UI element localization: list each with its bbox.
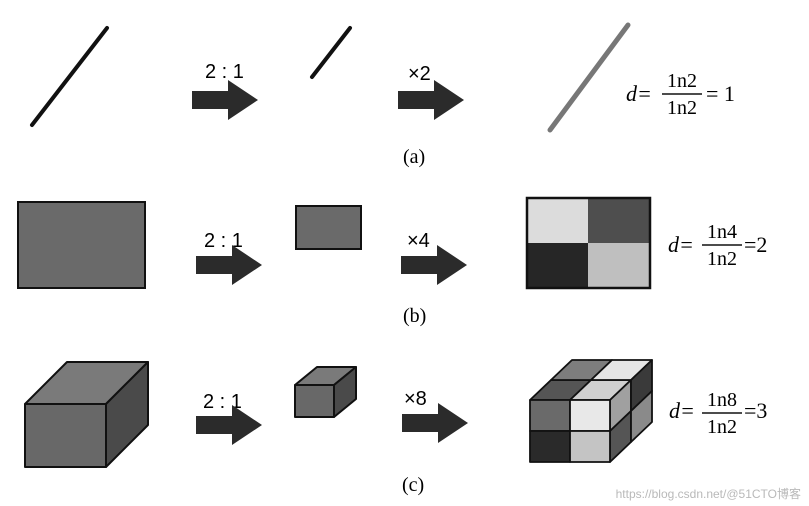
formula-numerator-a: 1n2: [667, 70, 697, 92]
scaled-square: [295, 205, 362, 250]
formula-prefix-b: d=: [668, 232, 694, 257]
multiplier-label-c: ×8: [404, 388, 427, 410]
original-square: [17, 201, 146, 289]
formula-prefix-c: d=: [669, 398, 695, 423]
arrow-right-icon: [398, 80, 464, 120]
multiplier-label-a: ×2: [408, 63, 431, 85]
watermark: https://blog.csdn.net/@51CTO博客: [615, 487, 801, 501]
multiplier-label-b: ×4: [407, 230, 430, 252]
original-cube: [24, 361, 149, 468]
row-label-c: (c): [402, 474, 424, 496]
formula-denominator-a: 1n2: [667, 97, 697, 119]
formula-result-b: =2: [744, 232, 767, 257]
row-a: 2 : 1 ×2 d= 1n2 1n2 = 1 (a): [30, 22, 735, 168]
row-label-a: (a): [403, 146, 425, 168]
assembled-cube: [529, 359, 653, 463]
original-line: [30, 26, 109, 127]
formula-result-a: = 1: [706, 81, 735, 106]
formula-denominator-c: 1n2: [707, 416, 737, 438]
scaled-cube: [294, 366, 357, 418]
scaled-line: [310, 26, 352, 79]
formula-numerator-b: 1n4: [707, 221, 737, 243]
arrow-right-icon: [192, 80, 258, 120]
ratio-label-a: 2 : 1: [205, 61, 244, 83]
formula-prefix-a: d=: [626, 81, 652, 106]
assembled-line: [547, 22, 631, 133]
row-b: 2 : 1 ×4 d= 1n4 1n2 =2 (b): [17, 196, 767, 327]
formula-denominator-b: 1n2: [707, 248, 737, 270]
formula-result-c: =3: [744, 398, 767, 423]
formula-numerator-c: 1n8: [707, 389, 737, 411]
assembled-square: [525, 196, 652, 290]
row-c: 2 : 1 ×8 d= 1n8 1n2: [24, 359, 767, 496]
row-label-b: (b): [403, 305, 426, 327]
